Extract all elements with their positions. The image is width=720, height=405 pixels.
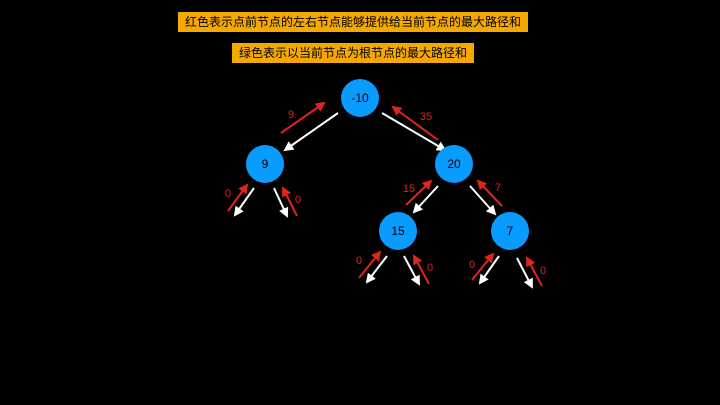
edge-rr-to-null-left — [478, 255, 500, 285]
return-arrow-null-to-left-b — [282, 186, 298, 217]
green-arrow-legend-banner: 绿色表示以当前节点为根节点的最大路径和 — [232, 43, 475, 63]
node-value: -10 — [351, 91, 369, 105]
label-rr-null-right: 0 — [540, 265, 546, 277]
edge-rr-to-null-right — [516, 257, 533, 289]
edge-right-to-rl — [412, 185, 439, 214]
tree-node-root: -10 — [341, 79, 379, 117]
return-arrow-right-to-root — [391, 105, 439, 141]
return-arrow-null-to-rl-a — [358, 250, 382, 279]
node-value: 9 — [262, 157, 269, 171]
return-arrow-null-to-rl-b — [413, 254, 430, 285]
label-rr-null-left: 0 — [469, 259, 475, 271]
label-right-to-root: 35 — [420, 111, 432, 123]
return-arrow-rr-to-right — [476, 179, 503, 207]
node-value: 7 — [507, 224, 514, 238]
label-left-null-left: 0 — [225, 188, 231, 200]
tree-node-right-left: 15 — [379, 212, 417, 250]
node-value: 15 — [391, 224, 405, 238]
edge-right-to-rr — [469, 185, 497, 216]
label-rl-to-right: 15 — [403, 183, 415, 195]
tree-node-right: 20 — [435, 145, 473, 183]
label-left-null-right: 0 — [295, 194, 301, 206]
edge-root-to-left — [283, 112, 339, 152]
return-arrow-left-to-root — [280, 101, 326, 134]
return-arrow-null-to-rr-b — [526, 256, 543, 287]
red-arrow-legend-banner: 红色表示点前节点的左右节点能够提供给当前节点的最大路径和 — [178, 12, 529, 32]
label-rr-to-right: 7 — [495, 182, 501, 194]
return-arrow-null-to-rr-a — [471, 252, 495, 281]
return-arrow-rl-to-right — [405, 179, 433, 206]
label-rl-null-right: 0 — [427, 262, 433, 274]
label-rl-null-left: 0 — [356, 255, 362, 267]
edge-root-to-right — [381, 112, 447, 152]
edge-left-to-null-right — [273, 187, 289, 218]
node-value: 20 — [447, 157, 461, 171]
tree-node-left: 9 — [246, 145, 284, 183]
edge-rl-to-null-left — [365, 255, 388, 284]
tree-node-right-right: 7 — [491, 212, 529, 250]
return-arrow-null-to-left-a — [227, 183, 249, 212]
edge-rl-to-null-right — [403, 255, 420, 286]
label-left-to-root: 9 — [288, 109, 294, 121]
edge-left-to-null-left — [233, 187, 255, 217]
